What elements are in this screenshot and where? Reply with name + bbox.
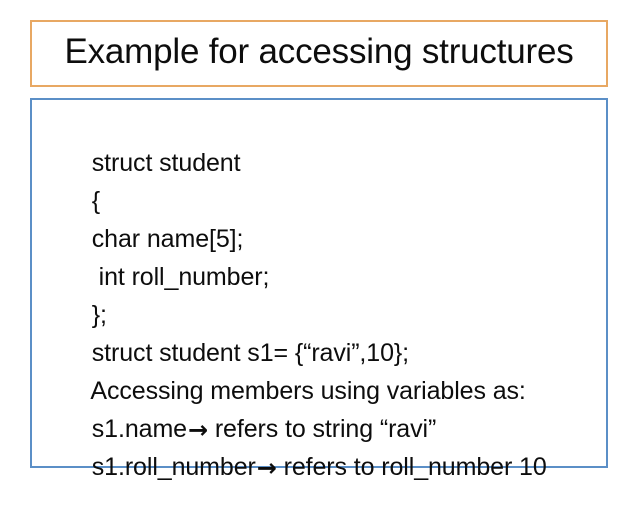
- body-line-text: s1.roll_number: [91, 453, 256, 481]
- right-arrow-icon: →: [256, 454, 277, 482]
- body-placeholder[interactable]: struct student { char name[5]; int roll_…: [30, 98, 608, 482]
- body-line-text: int roll_number;: [91, 263, 270, 291]
- body-line-text: s1.name: [91, 415, 187, 443]
- right-arrow-icon: [409, 340, 410, 368]
- body-line-text: struct student: [91, 149, 241, 177]
- slide-canvas: Example for accessing structures struct …: [30, 20, 608, 482]
- body-line: Accessing members using variables as:: [37, 334, 596, 405]
- body-line: s1.name→ refers to string “ravi”: [37, 372, 596, 444]
- right-arrow-icon: →: [187, 416, 208, 444]
- body-line-text: struct student s1= {“ravi”,10};: [91, 339, 409, 367]
- body-line: {: [37, 144, 596, 215]
- right-arrow-icon: [100, 188, 101, 216]
- right-arrow-icon: [526, 378, 527, 406]
- page-title: Example for accessing structures: [64, 32, 574, 72]
- body-line: struct student: [37, 106, 596, 177]
- right-arrow-icon: [240, 150, 241, 178]
- body-line: int roll_number;: [37, 220, 596, 291]
- right-arrow-icon: [269, 264, 270, 292]
- body-line-text-after: refers to string “ravi”: [207, 415, 437, 443]
- body-line-text: Accessing members using variables as:: [90, 377, 526, 405]
- body-line: s1.roll_number→ refers to roll_number 10: [37, 410, 596, 482]
- body-line-text: char name[5];: [91, 225, 244, 253]
- body-line: struct student s1= {“ravi”,10};: [37, 296, 596, 367]
- body-line-text-after: refers to roll_number 10: [276, 453, 547, 481]
- right-arrow-icon: [243, 226, 244, 254]
- title-placeholder[interactable]: Example for accessing structures: [30, 20, 608, 87]
- body-text-list: struct student { char name[5]; int roll_…: [32, 100, 606, 482]
- body-line: };: [37, 258, 596, 329]
- body-line-text: {: [91, 187, 101, 215]
- body-line: char name[5];: [37, 182, 596, 253]
- right-arrow-icon: [107, 302, 108, 330]
- body-line-text: };: [91, 301, 107, 329]
